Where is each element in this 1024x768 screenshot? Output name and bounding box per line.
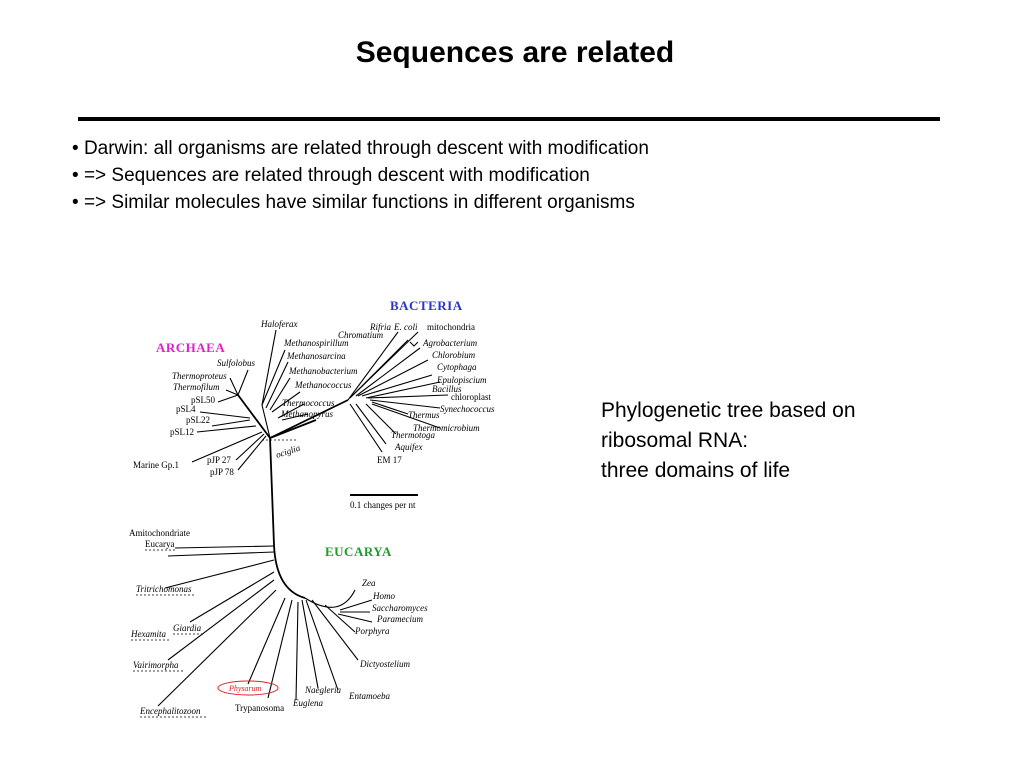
taxon-label: Bacillus [432, 384, 462, 394]
taxon-label: Cytophaga [437, 362, 477, 372]
taxon-label: Dictyostelium [359, 659, 410, 669]
taxon-label: Hexamita [130, 629, 166, 639]
taxon-label: pSL4 [176, 404, 196, 414]
taxon-label: Trypanosoma [235, 703, 284, 713]
archaea-branches [191, 329, 309, 471]
bacteria-branches [347, 331, 449, 453]
taxon-label: Chromatium [338, 330, 384, 340]
taxon-label: E. coli [393, 322, 418, 332]
domain-label-archaea: ARCHAEA [156, 340, 225, 355]
bullet-list: Darwin: all organisms are related throug… [72, 135, 649, 216]
tree-trunk [237, 394, 349, 599]
eucarya-branches [157, 545, 373, 707]
taxon-label: Methanopyrus [280, 409, 333, 419]
taxon-label: Thermus [408, 410, 440, 420]
taxon-label: Tritrichomonas [136, 584, 192, 594]
bullet-item: Darwin: all organisms are related throug… [72, 135, 649, 162]
taxon-label: Sulfolobus [217, 358, 256, 368]
taxon-label: EM 17 [377, 455, 402, 465]
bullet-item: => Similar molecules have similar functi… [72, 189, 649, 216]
taxon-label: pSL12 [170, 427, 194, 437]
taxon-label: Agrobacterium [422, 338, 478, 348]
amito-dash-underlines [131, 439, 298, 718]
taxon-label: pSL22 [186, 415, 210, 425]
domain-label-eucarya: EUCARYA [325, 544, 392, 559]
taxon-label-highlighted: Physarum [228, 684, 262, 693]
taxon-label: pJP 78 [210, 467, 234, 477]
scale-label: 0.1 changes per nt [350, 500, 416, 510]
taxon-label: Homo [372, 591, 395, 601]
amitochondriate-label: Eucarya [145, 539, 174, 549]
taxon-label: Thermomicrobium [413, 423, 480, 433]
taxon-label: pSL50 [191, 395, 216, 405]
caption-line: ribosomal RNA: [601, 429, 749, 452]
taxon-label: Synechococcus [440, 404, 495, 414]
taxon-label: Methanococcus [294, 380, 352, 390]
taxon-label: Euglena [292, 698, 323, 708]
taxon-label: Methanobacterium [288, 366, 358, 376]
taxon-label: Haloferax [260, 319, 298, 329]
taxon-label: Vairimorpha [133, 660, 179, 670]
taxon-label: Thermococcus [282, 398, 335, 408]
taxon-label: pJP 27 [207, 455, 231, 465]
caption-line: Phylogenetic tree based on [601, 399, 856, 422]
taxon-label: mitochondria [427, 322, 475, 332]
taxon-label: Porphyra [354, 626, 390, 636]
title-divider [78, 117, 940, 121]
taxon-label: Giardia [173, 623, 202, 633]
domain-label-bacteria: BACTERIA [390, 298, 463, 313]
taxon-label: Thermoproteus [172, 371, 227, 381]
taxon-label: Rifria [369, 322, 392, 332]
slide-title: Sequences are related [355, 36, 675, 69]
caption-line: three domains of life [601, 459, 791, 482]
figure-caption: Phylogenetic tree based on ribosomal RNA… [601, 396, 856, 486]
bullet-item: => Sequences are related through descent… [72, 162, 649, 189]
taxon-label: Methanospirillum [283, 338, 349, 348]
taxon-label: Encephalitozoon [139, 706, 201, 716]
taxon-label: Chlorobium [432, 350, 476, 360]
taxon-label: Methanosarcina [286, 351, 346, 361]
taxon-label: Zea [362, 578, 376, 588]
taxon-label: Naegleria [304, 685, 341, 695]
taxon-label: chloroplast [451, 392, 491, 402]
mitochondria-arrow-icon [409, 341, 419, 347]
taxon-label: Marine Gp.1 [133, 460, 179, 470]
taxon-label: Epulopiscium [436, 375, 487, 385]
taxon-label: Thermofilum [173, 382, 220, 392]
amitochondriate-label: Amitochondriate [129, 528, 190, 538]
root-label: ociglia [275, 443, 302, 460]
taxon-label: Aquifex [394, 442, 423, 452]
taxon-label: Saccharomyces [372, 603, 428, 613]
taxon-label: Entamoeba [348, 691, 390, 701]
taxon-label: Paramecium [376, 614, 423, 624]
physarum-highlight [217, 680, 279, 696]
taxon-label: Thermotoga [391, 430, 436, 440]
